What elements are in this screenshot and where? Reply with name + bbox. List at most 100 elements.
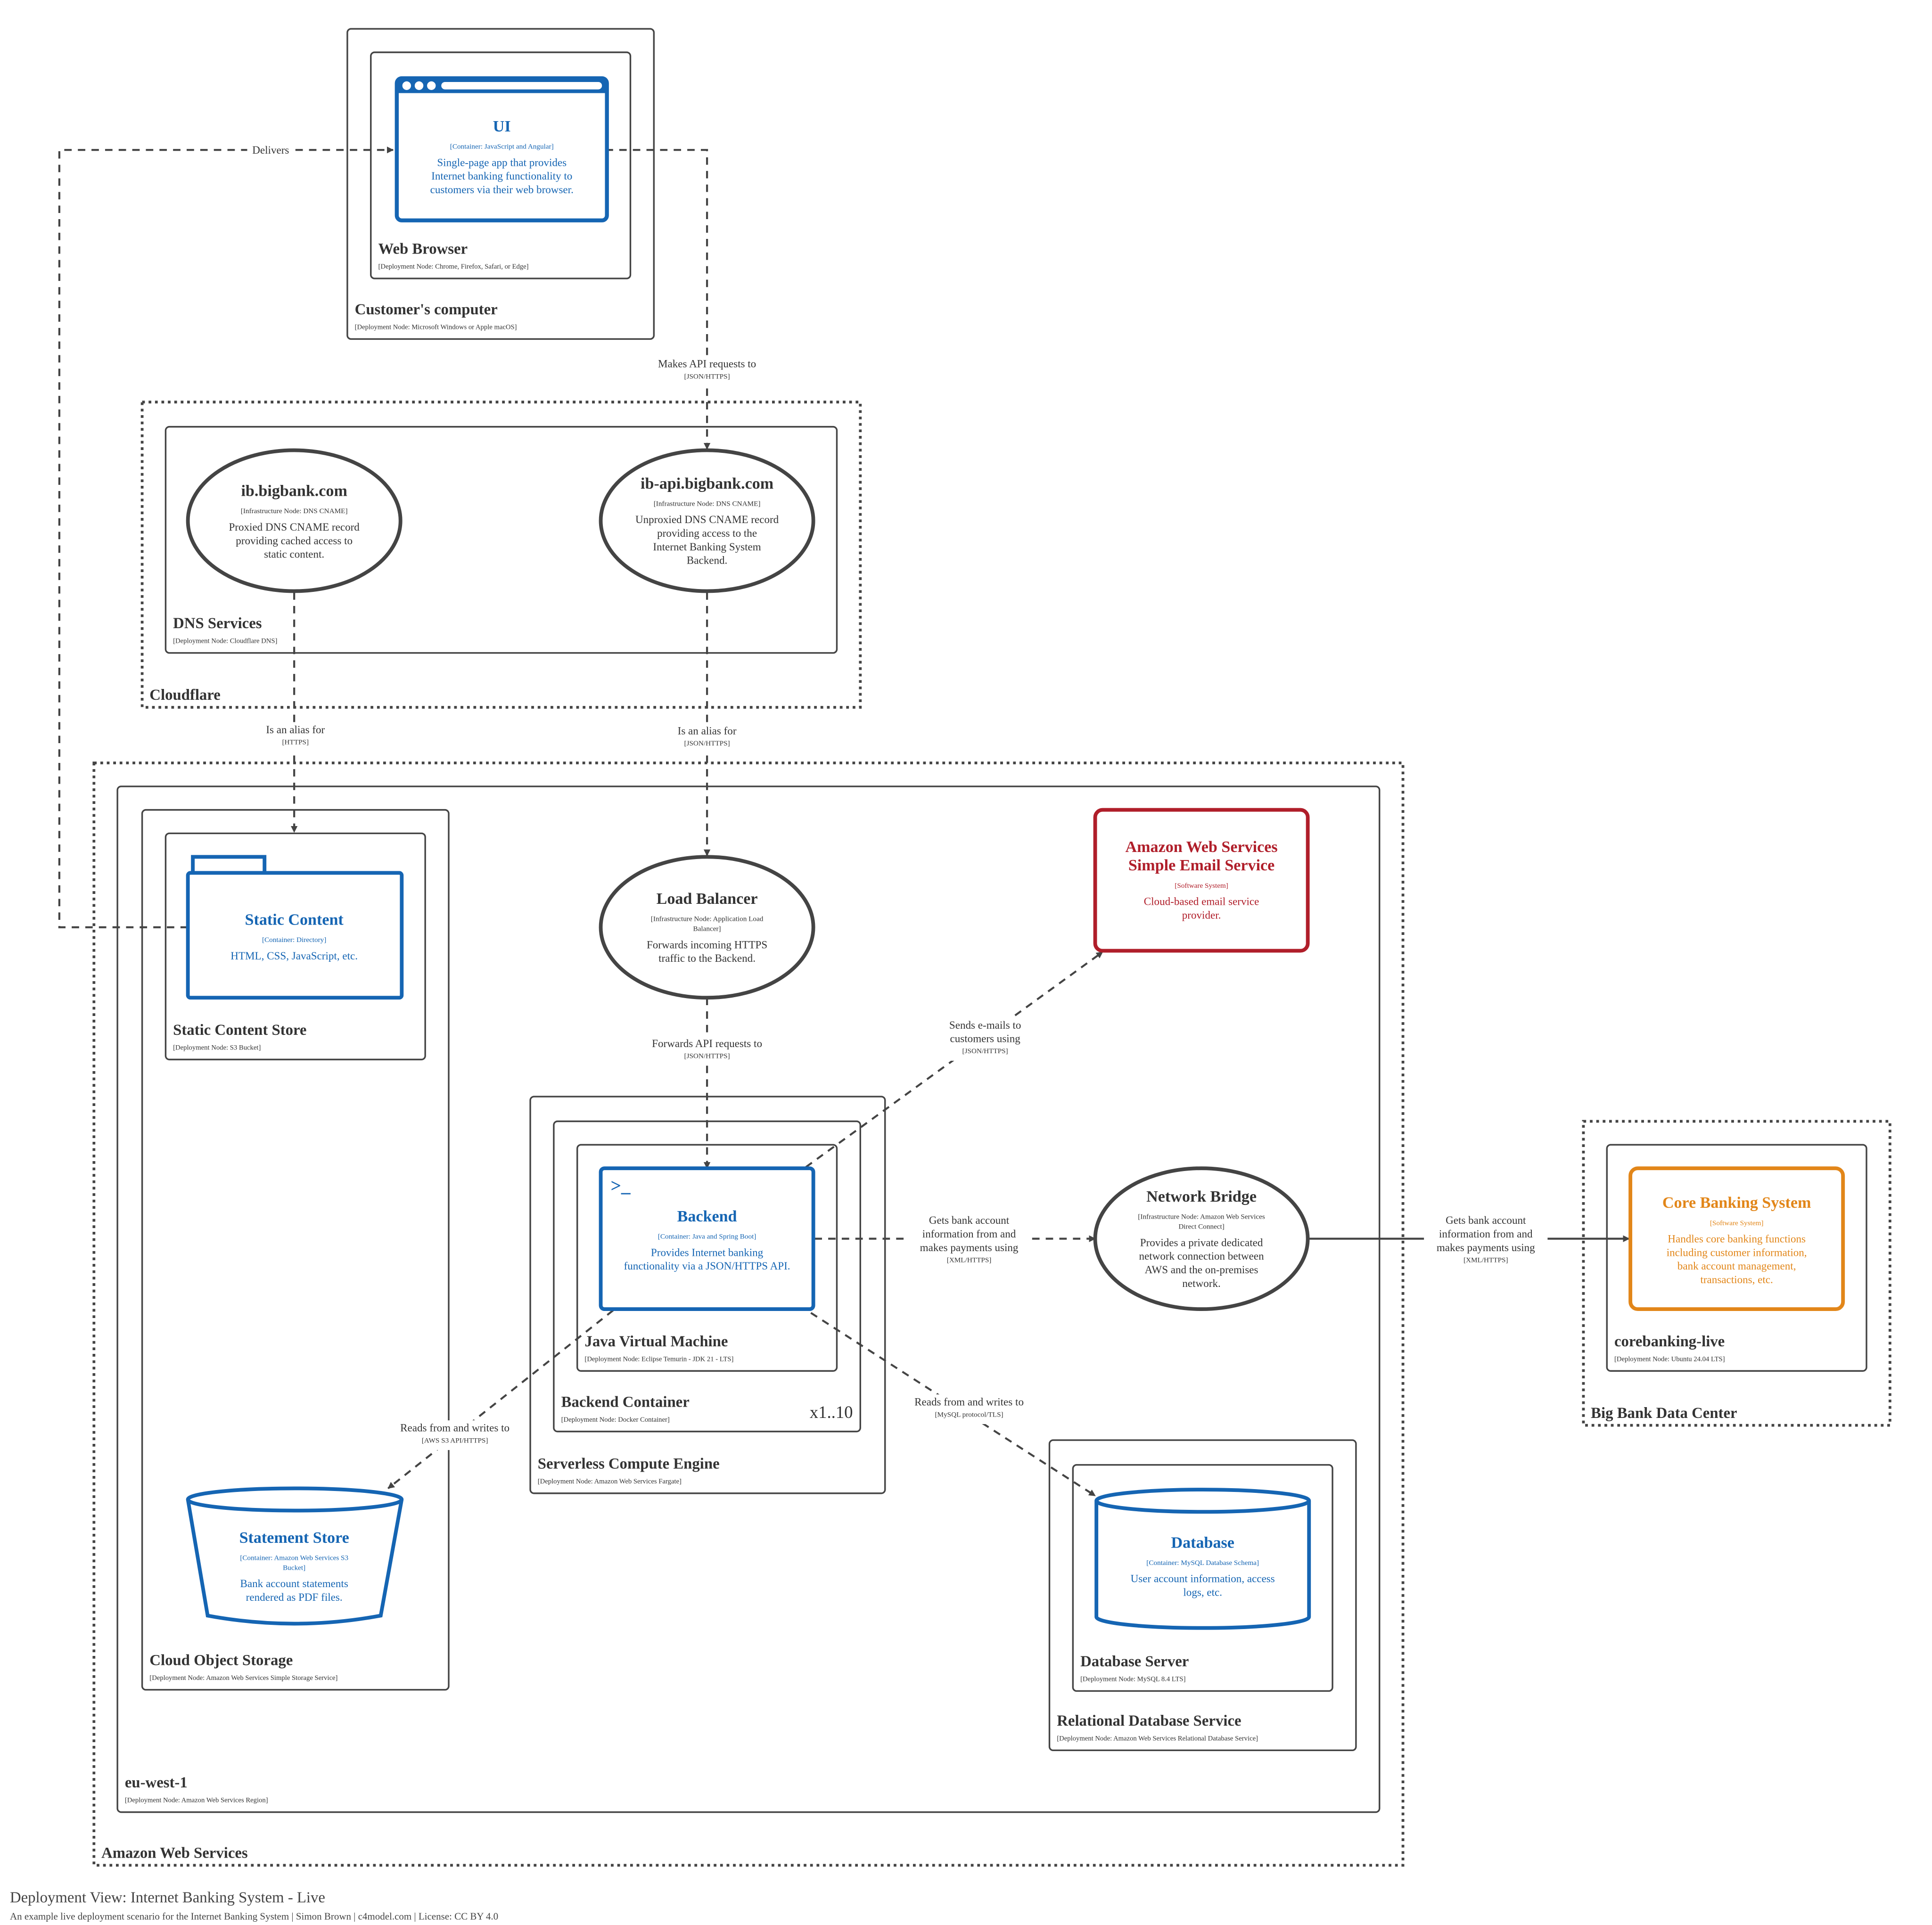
group-rds: Relational Database Service [Deployment N…	[1048, 1439, 1357, 1752]
edge-technology: [XML/HTTPS]	[947, 1256, 992, 1264]
group-title: Cloud Object Storage	[149, 1652, 293, 1669]
browser-dot-icon	[414, 81, 424, 90]
edge-label-reads-s3: Reads from and writes to[AWS S3 API/HTTP…	[390, 1420, 519, 1450]
edge-technology: [MySQL protocol/TLS]	[935, 1410, 1003, 1418]
group-technology: [Deployment Node: Ubuntu 24.04 LTS]	[1614, 1355, 1725, 1363]
group-border	[346, 28, 655, 340]
group-border	[140, 401, 862, 709]
edge-label-background	[668, 723, 746, 753]
element-description: provider.	[1182, 909, 1221, 921]
edge-label-background	[938, 1017, 1032, 1061]
element-technology: [Software System]	[1175, 882, 1228, 890]
element-description: rendered as PDF files.	[246, 1591, 343, 1603]
edge-technology: [XML/HTTPS]	[1463, 1256, 1508, 1264]
element-description: bank account management,	[1677, 1260, 1796, 1272]
element-name: ib.bigbank.com	[241, 482, 347, 500]
group-title: eu-west-1	[125, 1774, 188, 1791]
edge-technology: [HTTPS]	[282, 738, 309, 746]
group-border	[164, 426, 838, 654]
relationships	[58, 146, 1630, 1497]
group-title: Relational Database Service	[1057, 1712, 1241, 1729]
node-static-content: Static Content[Container: Directory]HTML…	[186, 855, 404, 1000]
instance-count: x1..10	[810, 1402, 853, 1422]
node-network-bridge: Network Bridge[Infrastructure Node: Amaz…	[1093, 1166, 1310, 1311]
node-border	[599, 448, 815, 593]
element-description: Provides a private dedicated	[1140, 1236, 1263, 1248]
group-dns-services: DNS Services[Deployment Node: Cloudflare…	[164, 426, 838, 654]
group-border	[1048, 1439, 1357, 1752]
node-backend: >_Backend[Container: Java and Spring Boo…	[599, 1166, 815, 1311]
diagram-subtitle: An example live deployment scenario for …	[10, 1911, 498, 1922]
element-name: Amazon Web Services	[1126, 838, 1278, 856]
edge-description: Gets bank account	[1446, 1214, 1526, 1226]
edge-api-requests	[606, 149, 711, 450]
bucket-rim	[186, 1486, 404, 1513]
element-name: ib-api.bigbank.com	[641, 475, 773, 492]
element-technology: [Infrastructure Node: Application Load	[651, 915, 764, 923]
element-description: User account information, access	[1131, 1573, 1275, 1585]
edge-description: makes payments using	[1437, 1241, 1535, 1253]
node-database: Database[Container: MySQL Database Schem…	[1094, 1488, 1311, 1630]
group-title: Java Virtual Machine	[584, 1333, 728, 1350]
elements: UI[Container: JavaScript and Angular]Sin…	[186, 76, 1845, 1630]
element-description: traffic to the Backend.	[658, 952, 756, 964]
group-border	[370, 51, 632, 279]
element-description: HTML, CSS, JavaScript, etc.	[230, 950, 358, 962]
element-technology: [Infrastructure Node: Amazon Web Service…	[1138, 1213, 1265, 1221]
node-ib-bigbank: ib.bigbank.com[Infrastructure Node: DNS …	[186, 448, 403, 593]
element-description: Internet banking functionality to	[431, 170, 572, 182]
group-web-browser: Web Browser [Deployment Node: Chrome, Fir…	[370, 51, 632, 279]
edge-technology: [JSON/HTTPS]	[962, 1047, 1008, 1055]
group-border	[1072, 1464, 1333, 1692]
element-technology: [Container: Directory]	[262, 936, 326, 944]
group-technology: [Deployment Node: Amazon Web Services Fa…	[538, 1478, 682, 1485]
element-description: including customer information,	[1667, 1246, 1807, 1258]
element-description: Unproxied DNS CNAME record	[635, 513, 779, 525]
node-load-balancer: Load Balancer[Infrastructure Node: Appli…	[599, 855, 815, 1000]
group-title: Web Browser	[378, 240, 468, 257]
edge-description: makes payments using	[920, 1241, 1019, 1253]
folder-icon	[191, 855, 267, 873]
browser-dot-icon	[427, 81, 436, 90]
element-description: Backend.	[687, 554, 727, 566]
element-description: AWS and the on-premises	[1145, 1263, 1258, 1276]
node-border	[599, 1166, 815, 1311]
edge-label-background	[645, 1036, 769, 1066]
element-description: network connection between	[1139, 1250, 1265, 1262]
node-border	[1093, 808, 1310, 953]
group-title: Static Content Store	[173, 1022, 306, 1039]
edge-description: Sends e-mails to	[949, 1019, 1021, 1031]
edge-description: information from and	[922, 1228, 1016, 1240]
element-description: network.	[1182, 1277, 1220, 1289]
element-technology: Bucket]	[283, 1564, 305, 1572]
group-title: Database Server	[1080, 1653, 1189, 1670]
group-technology: [Deployment Node: MySQL 8.4 LTS]	[1080, 1675, 1185, 1683]
edge-description: Makes API requests to	[658, 358, 756, 370]
group-technology: [Deployment Node: Docker Container]	[561, 1416, 670, 1424]
group-border	[576, 1144, 838, 1372]
group-aws: Amazon Web Services	[92, 762, 1405, 1867]
group-corebanking-live: corebanking-live[Deployment Node: Ubuntu…	[1606, 1144, 1867, 1372]
edge-label-forwards-api: Forwards API requests to[JSON/HTTPS]	[645, 1036, 769, 1066]
element-name: Database	[1171, 1534, 1234, 1551]
group-title: Customer's computer	[355, 301, 498, 318]
edge-label-alias-static: Is an alias for[HTTPS]	[257, 722, 334, 752]
node-border	[395, 76, 609, 222]
group-border	[1606, 1144, 1867, 1372]
group-title: Backend Container	[561, 1393, 690, 1410]
element-description: Bank account statements	[240, 1577, 348, 1589]
terminal-icon: >_	[611, 1175, 631, 1196]
group-technology: [Deployment Node: Chrome, Firefox, Safar…	[378, 263, 528, 270]
group-technology: [Deployment Node: S3 Bucket]	[173, 1044, 261, 1051]
element-description: customers via their web browser.	[430, 183, 574, 196]
node-border	[599, 855, 815, 1000]
element-description: providing access to the	[657, 527, 757, 539]
edge-label-background	[650, 356, 764, 386]
group-technology: [Deployment Node: Amazon Web Services Re…	[125, 1797, 268, 1804]
group-title: Cloudflare	[149, 687, 221, 704]
edge-description: Reads from and writes to	[400, 1422, 510, 1434]
group-big-bank-dc: Big Bank Data Center	[1582, 1120, 1891, 1427]
browser-dot-icon	[402, 81, 411, 90]
